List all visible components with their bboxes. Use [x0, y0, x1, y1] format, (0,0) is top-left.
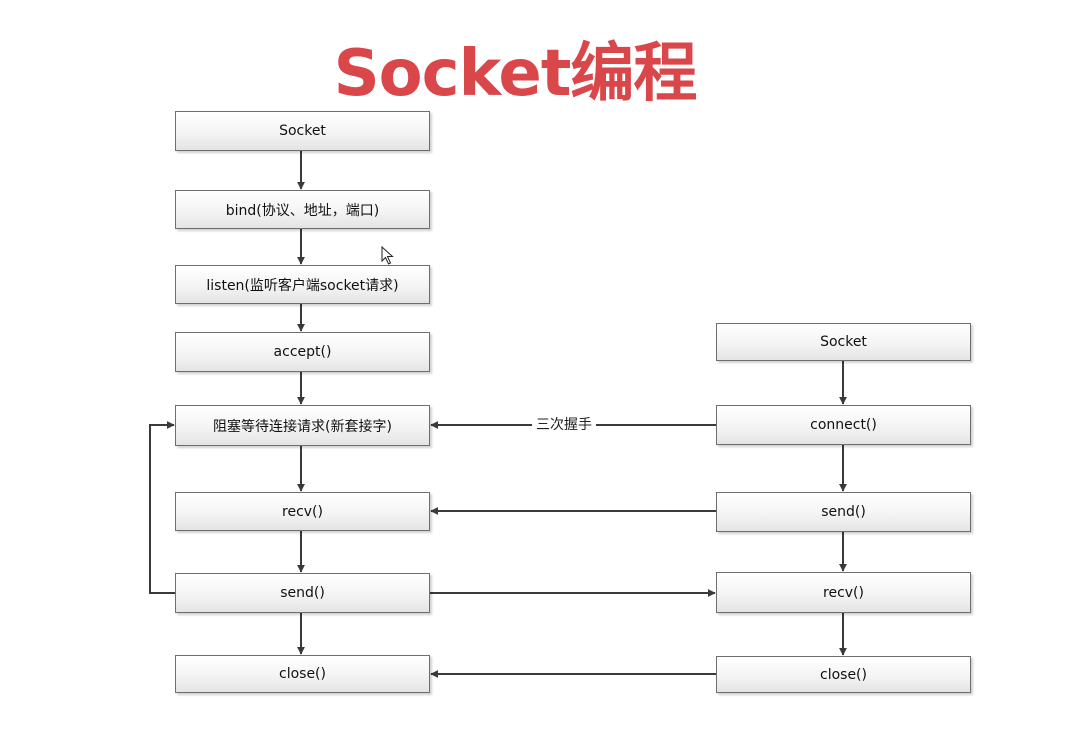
mouse-pointer-icon: [381, 246, 394, 265]
server-accept-box: accept(): [175, 332, 430, 372]
client-send-box: send(): [716, 492, 971, 532]
server-send-box: send(): [175, 573, 430, 613]
server-recv-box: recv(): [175, 492, 430, 531]
client-recv-box: recv(): [716, 572, 971, 613]
server-bind-box: bind(协议、地址，端口): [175, 190, 430, 229]
server-socket-box: Socket: [175, 111, 430, 151]
server-wait-box: 阻塞等待连接请求(新套接字): [175, 405, 430, 446]
handshake-label: 三次握手: [532, 414, 596, 434]
server-listen-box: listen(监听客户端socket请求): [175, 265, 430, 304]
page-title: Socket编程: [333, 37, 698, 111]
arrow-loop-back: [149, 421, 175, 594]
client-socket-box: Socket: [716, 323, 971, 361]
server-close-box: close(): [175, 655, 430, 693]
client-connect-box: connect(): [716, 405, 971, 445]
client-close-box: close(): [716, 656, 971, 693]
